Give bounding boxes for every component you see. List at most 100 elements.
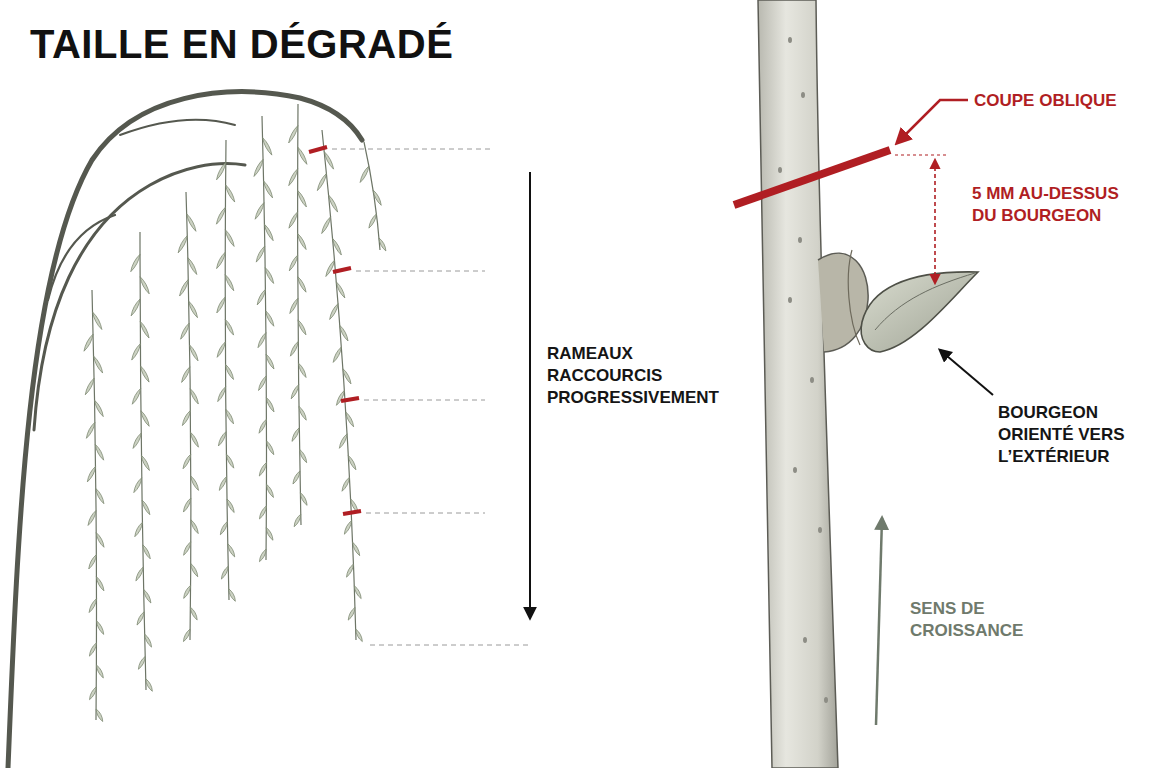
willow-leaf bbox=[225, 453, 235, 469]
willow-leaf bbox=[136, 611, 146, 626]
level-guides bbox=[332, 149, 532, 645]
willow-leaf bbox=[351, 542, 361, 557]
willow-leaf bbox=[94, 444, 105, 461]
twig-stem bbox=[322, 130, 356, 640]
willow-leaf bbox=[257, 375, 268, 391]
willow-leaf bbox=[343, 520, 353, 535]
willow-leaf bbox=[224, 229, 236, 247]
willow-leaf bbox=[187, 301, 199, 319]
willow-leaf bbox=[226, 498, 236, 513]
willow-leaf bbox=[216, 341, 227, 358]
willow-leaf bbox=[218, 476, 228, 491]
willow-leaf bbox=[219, 521, 229, 536]
willow-leaf bbox=[258, 548, 267, 562]
willow-leaf bbox=[185, 213, 197, 232]
willow-leaf bbox=[95, 708, 104, 722]
willow-leaf bbox=[141, 544, 151, 560]
willow-leaf bbox=[94, 488, 105, 505]
willow-leaf bbox=[95, 664, 105, 679]
willow-leaf bbox=[288, 298, 299, 315]
willow-leaf bbox=[189, 563, 199, 578]
willow-leaf bbox=[140, 455, 151, 472]
willow-leaf bbox=[142, 589, 152, 604]
willow-leaf bbox=[327, 194, 339, 212]
willow-leaf bbox=[95, 620, 105, 635]
willow-leaf bbox=[87, 554, 97, 570]
willow-leaf bbox=[87, 510, 98, 526]
willow-leaf bbox=[331, 238, 343, 256]
willow-leaf bbox=[353, 585, 363, 599]
willow-leaf bbox=[265, 353, 276, 369]
willow-leaf bbox=[296, 233, 307, 251]
willow-leaf bbox=[345, 563, 355, 578]
willow-leaf bbox=[263, 224, 275, 242]
willow-leaf bbox=[354, 628, 363, 642]
willow-leaf bbox=[332, 346, 343, 363]
willow-leaf bbox=[143, 633, 153, 648]
willow-leaf bbox=[297, 406, 307, 421]
willow-leaf bbox=[287, 168, 299, 186]
willow-leaf bbox=[182, 541, 192, 556]
willow-leaf bbox=[298, 449, 308, 464]
willow-leaf bbox=[289, 341, 300, 357]
willow-leaf bbox=[297, 319, 308, 335]
willow-leaf bbox=[180, 366, 191, 383]
willow-leaf bbox=[215, 296, 226, 313]
twig-detail bbox=[758, 0, 978, 768]
dimension-guide bbox=[895, 154, 948, 155]
willow-leaf bbox=[91, 311, 103, 330]
willow-leaf bbox=[338, 433, 349, 449]
willow-leaf bbox=[178, 279, 190, 297]
willow-leaf bbox=[297, 362, 307, 378]
willow-leaf bbox=[132, 477, 143, 493]
willow-leaf bbox=[215, 251, 227, 269]
willow-leaf bbox=[224, 409, 235, 425]
willow-leaf bbox=[189, 388, 200, 405]
growth-label: SENS DE CROISSANCE bbox=[910, 598, 1050, 642]
willow-leaf bbox=[265, 397, 275, 413]
willow-leaf bbox=[335, 390, 346, 406]
bud-label: BOURGEON ORIENTÉ VERS L’EXTÉRIEUR bbox=[998, 402, 1146, 468]
growth-arrow bbox=[876, 518, 882, 725]
willow-leaf bbox=[139, 410, 150, 427]
length-label: RAMEAUX RACCOURCIS PROGRESSIVEMENT bbox=[547, 343, 719, 409]
willow-leaf bbox=[224, 184, 236, 203]
willow-leaf bbox=[258, 418, 268, 434]
hanging-twigs bbox=[83, 104, 388, 722]
willow-leaf bbox=[133, 522, 143, 538]
willow-leaf bbox=[88, 686, 98, 700]
willow-leaf bbox=[296, 276, 307, 293]
willow-leaf bbox=[95, 576, 105, 592]
willow-leaf bbox=[86, 466, 97, 483]
twig-stem bbox=[92, 290, 97, 720]
cut-leader bbox=[897, 100, 968, 143]
willow-leaf bbox=[265, 440, 275, 455]
willow-leaf bbox=[287, 125, 299, 144]
willow-leaf bbox=[93, 400, 104, 418]
willow-leaf bbox=[291, 427, 301, 442]
willow-leaf bbox=[264, 267, 275, 284]
willow-leaf bbox=[316, 173, 328, 192]
willow-leaf bbox=[344, 411, 355, 427]
willow-leaf bbox=[84, 377, 96, 395]
willow-leaf bbox=[258, 505, 268, 520]
willow-leaf bbox=[139, 365, 150, 383]
willow-leaf bbox=[347, 455, 357, 471]
willow-leaf bbox=[224, 364, 235, 381]
willow-leaf bbox=[215, 207, 227, 225]
willow-leaf bbox=[137, 656, 147, 670]
willow-leaf bbox=[292, 470, 302, 485]
willow-leaf bbox=[216, 386, 227, 402]
willow-leaf bbox=[144, 678, 153, 692]
willow-leaf bbox=[189, 519, 199, 534]
willow-leaf bbox=[328, 303, 339, 320]
willow-leaf bbox=[215, 162, 227, 181]
willow-leaf bbox=[182, 628, 191, 642]
willow-leaf bbox=[264, 310, 275, 327]
willow-leaf bbox=[129, 254, 141, 273]
willow-leaf bbox=[85, 422, 96, 440]
willow-leaf bbox=[296, 190, 308, 208]
willow-leaf bbox=[224, 274, 235, 292]
willow-leaf bbox=[341, 368, 352, 385]
willow-leaf bbox=[189, 606, 199, 620]
